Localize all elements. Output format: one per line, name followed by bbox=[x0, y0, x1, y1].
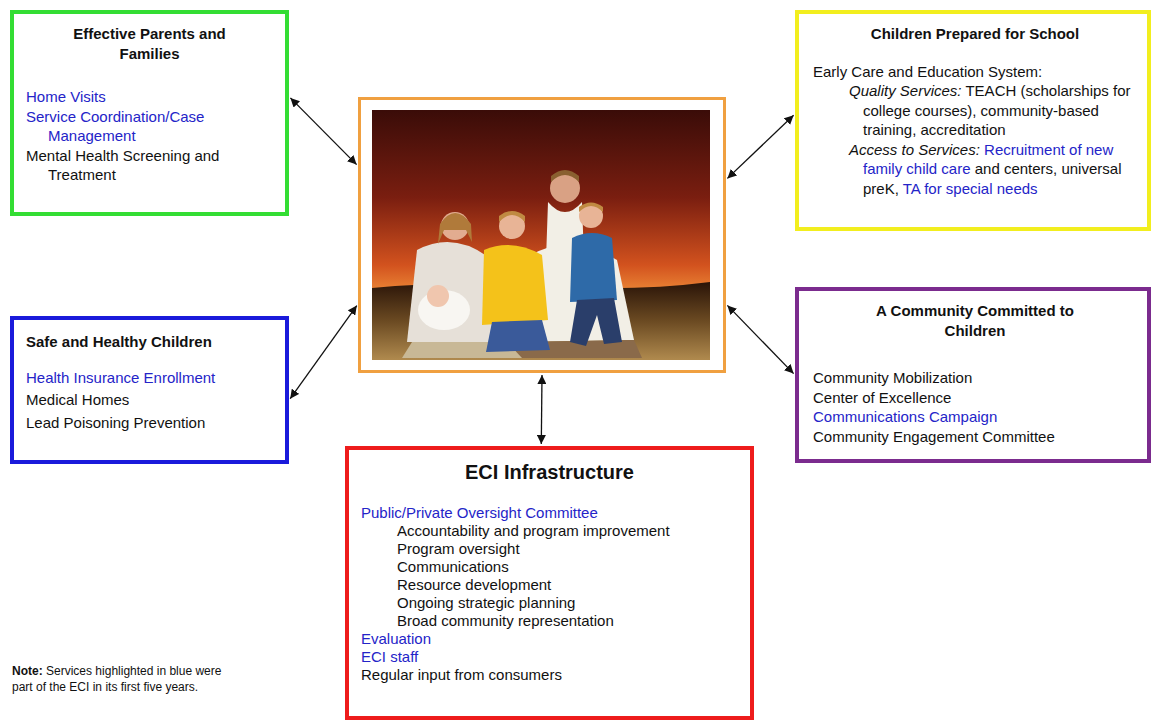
box-text: Communications Campaign bbox=[813, 408, 997, 425]
text-line: Communications bbox=[397, 558, 738, 576]
text-line: ECI staff bbox=[361, 648, 738, 666]
text-line: Broad community representation bbox=[397, 612, 738, 630]
box-text: Service Coordination/Case Management bbox=[26, 108, 204, 145]
infrastructure-box: ECI InfrastructurePublic/Private Oversig… bbox=[345, 446, 754, 720]
photo-frame bbox=[358, 97, 726, 373]
text-line: Early Care and Education System: bbox=[813, 62, 1137, 82]
box-text: Resource development bbox=[397, 576, 551, 593]
box-text: TA for special needs bbox=[903, 180, 1038, 197]
box-heading: Children Prepared for School bbox=[871, 25, 1079, 42]
box-heading: ECI Infrastructure bbox=[465, 461, 634, 483]
box-text: Evaluation bbox=[361, 630, 431, 647]
box-text: Medical Homes bbox=[26, 391, 129, 408]
text-line: Resource development bbox=[397, 576, 738, 594]
boy-hair bbox=[499, 211, 525, 222]
box-heading: A Community Committed to Children bbox=[876, 302, 1074, 339]
kid-jeans bbox=[570, 298, 622, 346]
text-line: Effective Parents and Families bbox=[26, 24, 273, 63]
text-line: Service Coordination/Case Management bbox=[26, 107, 273, 146]
text-line: Lead Poisoning Prevention bbox=[26, 413, 273, 433]
box-text: Home Visits bbox=[26, 88, 106, 105]
goal-box: Safe and Healthy ChildrenHealth Insuranc… bbox=[10, 316, 289, 464]
box-text: Accountability and program improvement bbox=[397, 522, 670, 539]
box-heading: Effective Parents and Families bbox=[73, 25, 226, 62]
box-text: Community Mobilization bbox=[813, 369, 972, 386]
kid-hair bbox=[579, 203, 603, 213]
box-text: Center of Excellence bbox=[813, 389, 951, 406]
double-arrow bbox=[290, 306, 357, 399]
double-arrow bbox=[290, 98, 356, 165]
baby-head bbox=[427, 285, 449, 307]
text-line: Center of Excellence bbox=[813, 388, 1137, 408]
double-arrow bbox=[541, 375, 543, 444]
text-line: Safe and Healthy Children bbox=[26, 332, 273, 352]
box-text: Mental Health Screening and Treatment bbox=[26, 147, 219, 184]
text-line: Ongoing strategic planning bbox=[397, 594, 738, 612]
text-line: Regular input from consumers bbox=[361, 666, 738, 684]
text-line: Quality Services: TEACH (scholarships fo… bbox=[849, 81, 1137, 140]
text-line: Public/Private Oversight Committee bbox=[361, 504, 738, 522]
sunset-sky bbox=[372, 110, 710, 360]
box-text: Community Engagement Committee bbox=[813, 428, 1055, 445]
boy-yellow-coat bbox=[482, 245, 548, 325]
double-arrow bbox=[727, 115, 793, 178]
box-text: Lead Poisoning Prevention bbox=[26, 414, 205, 431]
goal-box: Children Prepared for SchoolEarly Care a… bbox=[795, 10, 1151, 231]
text-line: Evaluation bbox=[361, 630, 738, 648]
text-line: Accountability and program improvement bbox=[397, 522, 738, 540]
box-text: Regular input from consumers bbox=[361, 666, 562, 683]
text-line: Medical Homes bbox=[26, 390, 273, 410]
box-text: Access to Services: bbox=[849, 141, 980, 158]
text-line: A Community Committed to Children bbox=[813, 301, 1137, 340]
text-line: Mental Health Screening and Treatment bbox=[26, 146, 273, 185]
goal-box: A Community Committed to ChildrenCommuni… bbox=[795, 287, 1151, 463]
box-text: Ongoing strategic planning bbox=[397, 594, 575, 611]
text-line: ECI Infrastructure bbox=[361, 460, 738, 484]
box-text: Public/Private Oversight Committee bbox=[361, 504, 598, 521]
text-line: Program oversight bbox=[397, 540, 738, 558]
box-text: Communications bbox=[397, 558, 509, 575]
note-label: Note: bbox=[12, 664, 43, 678]
goal-box: Effective Parents and FamiliesHome Visit… bbox=[10, 10, 289, 216]
kid-blue-shirt bbox=[570, 233, 617, 302]
box-heading: Safe and Healthy Children bbox=[26, 333, 212, 350]
text-line: Community Mobilization bbox=[813, 368, 1137, 388]
family-photo bbox=[372, 110, 710, 360]
box-text: ECI staff bbox=[361, 648, 418, 665]
father-hair bbox=[551, 170, 579, 182]
text-line: Access to Services: Recruitment of new f… bbox=[849, 140, 1137, 199]
text-line: Health Insurance Enrollment bbox=[26, 368, 273, 388]
text-line: Home Visits bbox=[26, 87, 273, 107]
box-text: Broad community representation bbox=[397, 612, 614, 629]
box-text: Early Care and Education System: bbox=[813, 63, 1042, 80]
footnote: Note: Services highlighted in blue were … bbox=[12, 663, 237, 695]
mother-hair bbox=[438, 213, 472, 244]
box-text: Quality Services: bbox=[849, 82, 962, 99]
box-text: Health Insurance Enrollment bbox=[26, 369, 215, 386]
text-line: Community Engagement Committee bbox=[813, 427, 1137, 447]
boy-jeans bbox=[486, 320, 550, 352]
box-text: Program oversight bbox=[397, 540, 520, 557]
text-line: Communications Campaign bbox=[813, 407, 1137, 427]
double-arrow bbox=[727, 305, 793, 373]
note-text: Services highlighted in blue were part o… bbox=[12, 664, 221, 694]
text-line: Children Prepared for School bbox=[813, 24, 1137, 44]
